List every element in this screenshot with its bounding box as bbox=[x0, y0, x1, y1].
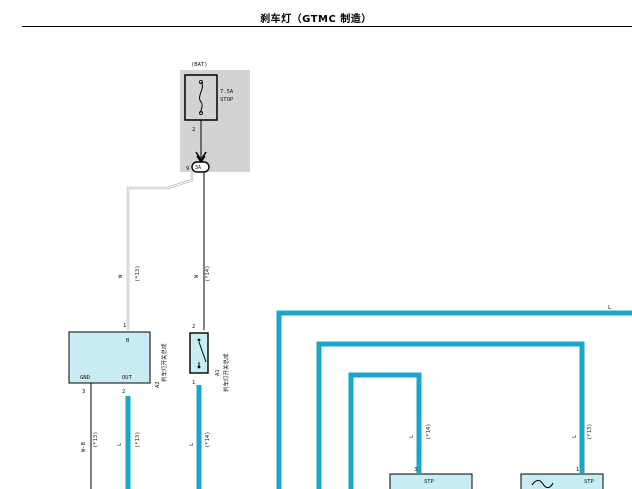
switch-a1-name: 刹车灯开关总成 bbox=[222, 353, 230, 392]
wire-w7-color: L bbox=[572, 434, 578, 438]
junction-connector bbox=[191, 161, 210, 173]
wire-w5-note: (*14) bbox=[205, 431, 211, 448]
wave-icon bbox=[531, 479, 554, 489]
switch-a1-pin-bottom: 1 bbox=[192, 380, 195, 386]
connector-right-pin: 1 bbox=[576, 467, 579, 473]
wire-w3-note: (*13) bbox=[93, 431, 99, 448]
connector-right-box bbox=[520, 473, 604, 489]
switch-a2-pin2: 2 bbox=[122, 389, 125, 395]
wire-w4-color: L bbox=[117, 442, 123, 446]
switch-a2-box bbox=[68, 331, 151, 384]
switch-a2-name: 刹车灯开关总成 bbox=[160, 343, 168, 382]
wire-w1-note: (*13) bbox=[135, 265, 141, 282]
wire-w7-note: (*13) bbox=[587, 423, 593, 440]
connector-right-label: STP bbox=[584, 479, 595, 485]
wire-w6-note: (*14) bbox=[426, 423, 432, 440]
wire-w3-color: W-B bbox=[81, 441, 87, 452]
switch-contact-icon bbox=[198, 341, 207, 363]
switch-a2-pin-gnd: GND bbox=[80, 375, 90, 381]
wire-w4-note: (*13) bbox=[135, 431, 141, 448]
wire-w5-color: L bbox=[189, 442, 195, 446]
wire-outer-loop bbox=[276, 310, 632, 489]
power-source-label: (BAT) bbox=[191, 62, 208, 68]
junction-pin: 9 bbox=[186, 166, 189, 172]
fuse-name: STOP bbox=[220, 97, 234, 103]
switch-a2-pin3: 3 bbox=[82, 389, 85, 395]
wire-inner-loop bbox=[348, 372, 422, 489]
wire-top-right-color: L bbox=[608, 305, 612, 311]
wire-w2-note: (*14) bbox=[205, 265, 211, 282]
wire-white-left bbox=[126, 172, 194, 330]
junction-block-shade bbox=[180, 70, 250, 172]
switch-a2-pin-b: B bbox=[126, 338, 130, 344]
fuse-pin: 2 bbox=[192, 127, 195, 133]
wire-w2-color: W bbox=[194, 274, 200, 278]
switch-a2-pin-out: OUT bbox=[122, 375, 133, 381]
wire-w6-color: L bbox=[409, 434, 415, 438]
switch-a2-pin1: 1 bbox=[123, 323, 126, 329]
fuse-rating: 7.5A bbox=[220, 89, 234, 95]
diagram-title: 刹车灯（GTMC 制造） bbox=[260, 14, 372, 25]
connector-left-label: STP bbox=[424, 479, 435, 485]
switch-a1-box bbox=[189, 332, 209, 374]
junction-connector-label: 3A bbox=[195, 165, 201, 171]
header-rule bbox=[22, 26, 632, 27]
connector-left-box bbox=[389, 473, 473, 489]
wire-w1-color: W bbox=[118, 274, 124, 278]
switch-a2-id: A2 bbox=[155, 381, 161, 388]
connector-left-pin: 3 bbox=[414, 467, 417, 473]
fuse-icon bbox=[199, 81, 203, 114]
wire-middle-loop bbox=[316, 341, 585, 489]
switch-a1-id: A1 bbox=[215, 369, 221, 376]
switch-a1-pin-top: 2 bbox=[192, 324, 195, 330]
